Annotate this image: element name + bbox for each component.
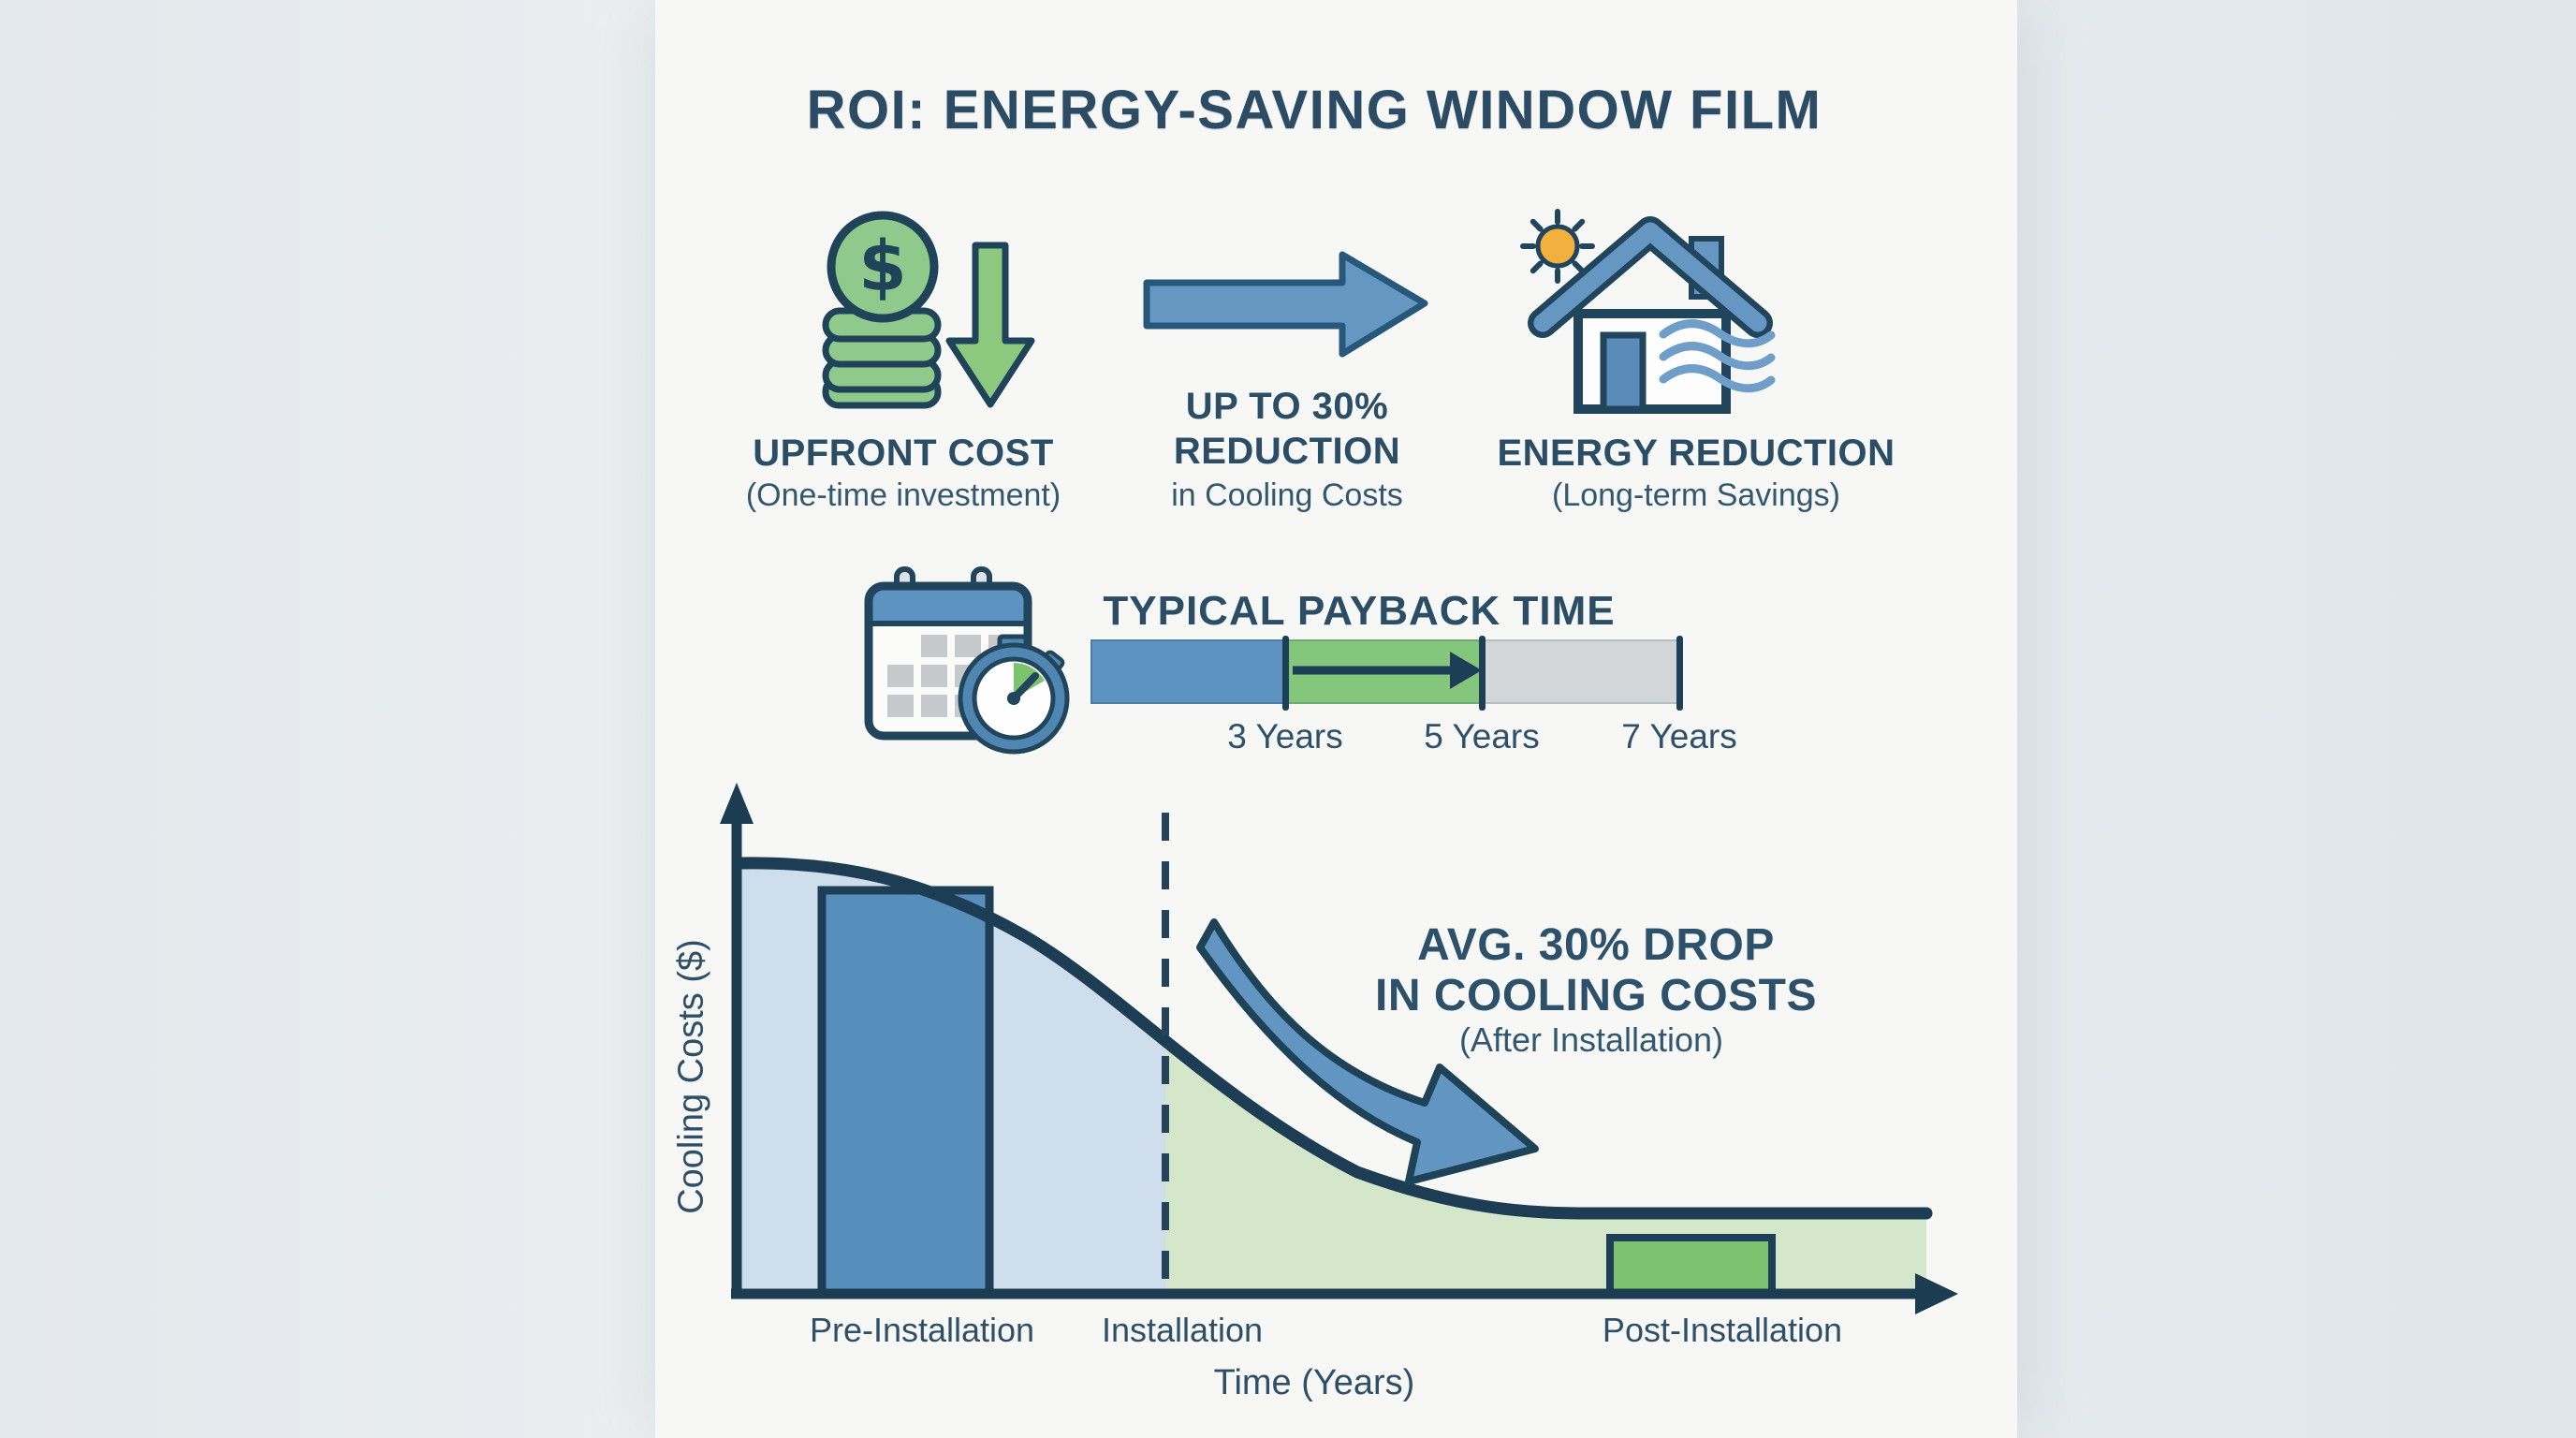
payback-tick-5y [1479,636,1486,711]
payback-segment-blue [1090,639,1289,704]
sun-icon [1520,209,1595,284]
x-label-post-installation: Post-Installation [1602,1311,1843,1349]
benefit-reduction-line2: REDUCTION [1173,431,1401,472]
roof [1533,222,1767,332]
payback-label-7y: 7 Years [1621,717,1737,756]
airflow-waves [1659,319,1776,393]
x-axis-label: Time (Years) [1213,1363,1415,1402]
y-axis-arrowhead [720,783,754,824]
payback-heading: TYPICAL PAYBACK TIME [1103,588,1616,634]
payback-label-3y: 3 Years [1227,717,1343,756]
pre-cost-bar [817,886,994,1299]
annotation-line2: IN COOLING COSTS [1374,971,1818,1020]
x-axis-arrowhead [1915,1273,1958,1314]
payback-label-5y: 5 Years [1424,717,1540,756]
svg-text:$: $ [858,227,907,307]
x-label-installation: Installation [1101,1311,1264,1349]
page-title: ROI: ENERGY-SAVING WINDOW FILM [806,80,1822,140]
payback-arrow-icon [1285,639,1486,700]
post-cost-bar [1606,1234,1776,1298]
annotation-line3: (After Installation) [1458,1020,1724,1059]
payback-segment-gray [1482,639,1683,704]
cooling-cost-chart [655,768,1984,1329]
y-axis-label: Cooling Costs ($) [671,939,711,1214]
calendar-header [869,586,1028,624]
calendar-stopwatch-icon [861,562,1081,763]
annotation-line1: AVG. 30% DROP [1417,920,1775,970]
door [1600,331,1647,413]
stopwatch [958,634,1070,755]
benefit-energy-sublabel: (Long-term Savings) [1551,477,1841,513]
x-label-pre-installation: Pre-Installation [809,1311,1035,1349]
right-arrow-icon [1143,245,1430,367]
benefit-reduction-line1: UP TO 30% [1185,386,1389,427]
payback-tick-7y [1676,636,1683,711]
benefit-reduction-sublabel: in Cooling Costs [1171,477,1403,513]
benefit-upfront-sublabel: (One-time investment) [745,477,1061,513]
benefit-upfront-label: UPFRONT COST [753,433,1054,474]
drop-arrow-icon [1196,918,1539,1185]
money-coins-down-arrow-icon: $ [814,211,1048,416]
cost-curve [733,857,1933,1220]
payback-tick-3y [1282,636,1289,711]
benefit-energy-label: ENERGY REDUCTION [1497,433,1895,474]
house-sun-airflow-icon [1516,209,1783,421]
